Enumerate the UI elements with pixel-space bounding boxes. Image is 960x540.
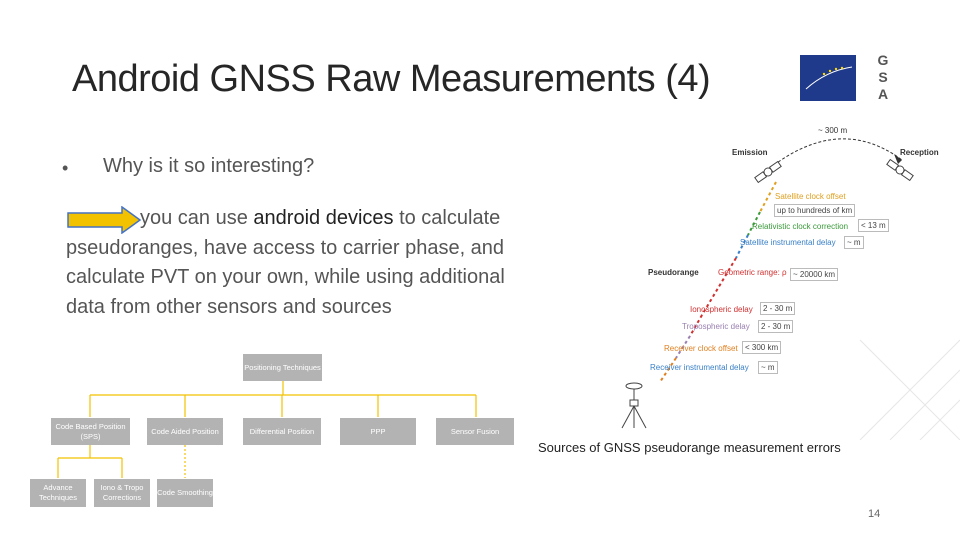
logo-letters: G S A [876, 52, 890, 103]
error-component-label: Receiver instrumental delay [650, 363, 749, 372]
paragraph-rest: to calculate pseudoranges, have access t… [66, 207, 505, 318]
logo-graphic [800, 55, 856, 101]
error-diagram-graphic [621, 138, 960, 440]
technique-sub-box: Iono & Tropo Corrections [94, 479, 150, 507]
error-component-label: Satellite clock offset [775, 192, 846, 201]
error-component-label: Satellite instrumental delay [740, 238, 836, 247]
error-component-label: Tropospheric delay [682, 322, 750, 331]
error-component-label: Ionospheric delay [690, 305, 753, 314]
error-component-label: Relativistic clock correction [752, 222, 849, 231]
right-arrow-icon [67, 206, 142, 234]
logo-letter: G [877, 52, 889, 68]
technique-box: Differential Position [243, 418, 321, 445]
error-component-value: ~ 20000 km [790, 268, 839, 281]
slide-title: Android GNSS Raw Measurements (4) [72, 58, 711, 100]
paragraph-highlight: android devices [253, 207, 394, 229]
error-component-value: ~ m [844, 236, 864, 249]
satellite-icon [886, 158, 914, 182]
technique-root-box: Positioning Techniques [243, 354, 322, 381]
page-number: 14 [868, 508, 881, 520]
error-component-value: ~ m [758, 361, 778, 374]
error-component-value: < 13 m [858, 219, 889, 232]
technique-box: PPP [340, 418, 416, 445]
bullet-dot: • [62, 158, 69, 178]
technique-box: Code Aided Position [147, 418, 223, 445]
bullet-text: Why is it so interesting? [103, 155, 315, 177]
emission-label: Emission [732, 148, 768, 157]
figure-caption: Sources of GNSS pseudorange measurement … [538, 440, 841, 455]
receiver-antenna-icon [621, 382, 647, 429]
technique-box: Code Based Position (SPS) [51, 418, 130, 445]
technique-sub-box: Advance Techniques [30, 479, 86, 507]
error-component-label: Receiver clock offset [664, 344, 738, 353]
body-paragraph: you can use android devices to calculate… [66, 204, 536, 322]
pseudorange-label: Pseudorange [648, 268, 699, 277]
error-component-label: Geometric range: ρ [718, 268, 787, 277]
satellite-icon [754, 160, 782, 184]
paragraph-start: you can use [140, 207, 254, 229]
error-component-value: up to hundreds of km [774, 204, 856, 217]
error-component-value: < 300 km [742, 341, 782, 354]
error-component-value: 2 - 30 m [758, 320, 794, 333]
gsa-logo [800, 55, 856, 101]
technique-box: Sensor Fusion [436, 418, 514, 445]
error-component-value: 2 - 30 m [760, 302, 796, 315]
logo-letter: A [877, 86, 889, 102]
chart-connectors [57, 381, 477, 478]
logo-letter: S [878, 69, 888, 85]
technique-sub-box: Code Smoothing [157, 479, 213, 507]
top-distance-label: ~ 300 m [818, 126, 848, 135]
reception-label: Reception [900, 148, 939, 157]
